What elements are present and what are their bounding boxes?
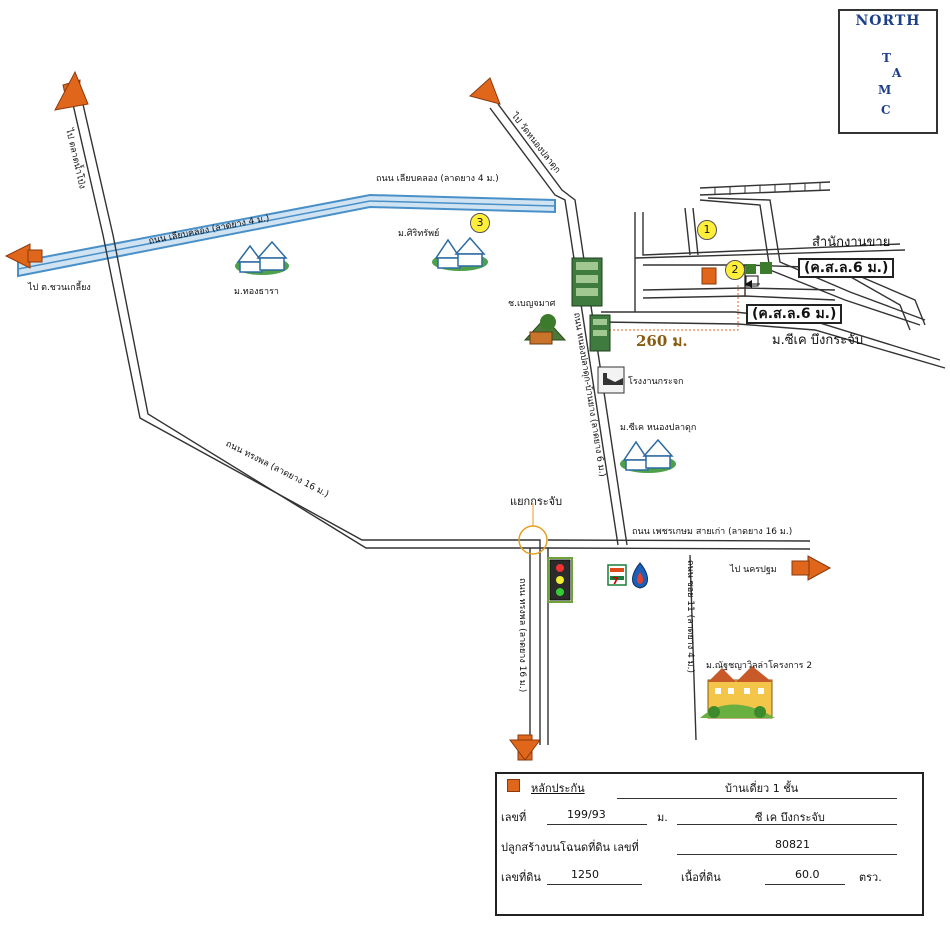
place-label-junction: แยกกระจับ [510, 495, 563, 508]
deed-value: 80821 [775, 838, 810, 851]
village-house-icon [432, 236, 488, 271]
place-label-sales-office: สำนักงานขาย [812, 235, 891, 250]
area-label: เนื้อที่ดิน [681, 871, 721, 884]
sales-office-icon [746, 262, 772, 274]
estate-plots [714, 183, 821, 195]
north-letter-c: C [881, 103, 891, 117]
place-label-sc-bueng: ม.ซีเค บึงกระจับ [772, 333, 864, 348]
arrow-south-icon [509, 739, 541, 761]
village-tree-icon [523, 314, 567, 345]
arrow-north-icon [468, 77, 501, 105]
distance-label: 260 ม. [636, 332, 688, 350]
moo-label: ม. [657, 811, 668, 824]
arrow-nw-head-icon [54, 70, 89, 111]
traffic-light-icon [547, 557, 573, 603]
badge-two: 2 [725, 260, 745, 280]
villa-icon [700, 666, 775, 719]
north-letter-t: T [882, 51, 891, 65]
factory-icon [597, 366, 625, 394]
badge-three: 3 [470, 213, 490, 233]
road-label-to-nakhon-pathom: ไป นครปฐม [730, 565, 777, 575]
area-value: 60.0 [795, 868, 820, 881]
north-letter-a: A [892, 66, 902, 80]
north-title: NORTH [855, 13, 921, 29]
canal [17, 193, 556, 278]
convenience-store-icon: 7 [607, 564, 627, 587]
road-width-label-upper: (ค.ส.ล.6 ม.) [798, 258, 895, 278]
village-value: ซี เค บึงกระจับ [755, 811, 825, 824]
underline [677, 854, 897, 855]
place-label-villa: ม.ณัฐชญาวิลล่าโครงการ 2 [706, 661, 813, 671]
collateral-marker [701, 267, 717, 285]
house-no-value: 199/93 [567, 808, 606, 821]
underline [617, 798, 897, 799]
area-unit: ตรว. [859, 871, 882, 884]
place-label-thong-thara: ม.ทองธารา [234, 287, 279, 297]
land-no-label: เลขที่ดิน [501, 871, 541, 884]
gas-station-icon [632, 562, 648, 589]
arrow-west-tail-icon [27, 249, 43, 263]
sales-office-marker [745, 275, 760, 288]
underline [547, 824, 647, 825]
place-label-sirithip: ม.ศิริทรัพย์ [398, 229, 440, 239]
road-label-soi-11: ถนน ซอย 11 (ลาดยาง 4 ม.) [685, 560, 695, 673]
distance-line [601, 285, 739, 331]
underline [677, 824, 897, 825]
place-label-sc-nong-pla-duk: ม.ซีเค หนองปลาดุก [620, 423, 697, 433]
land-no-value: 1250 [571, 868, 599, 881]
place-label-glass-factory: โรงงานกระจก [628, 377, 684, 387]
arrow-east-tail-icon [791, 560, 810, 576]
north-letter-m: M [878, 83, 892, 97]
property-info-box: หลักประกัน บ้านเดี่ยว 1 ชั้น เลขที่ 199/… [495, 772, 924, 916]
house-no-label: เลขที่ [501, 811, 527, 824]
road-width-label-lower: (ค.ส.ล.6 ม.) [746, 304, 843, 324]
village-house-icon [235, 240, 289, 275]
badge-one: 1 [697, 220, 717, 240]
road-label-petchkasem: ถนน เพชรเกษม สายเก่า (ลาดยาง 16 ม.) [632, 527, 793, 537]
road-label-south: ถนน ทรงพล (ลาดยาง 16 ม.) [517, 578, 527, 693]
underline [547, 884, 642, 885]
village-house-icon [620, 438, 676, 473]
deed-label: ปลูกสร้างบนโฉนดที่ดิน เลขที่ [501, 841, 639, 854]
place-label-benjama: ช.เบญจมาศ [508, 299, 556, 309]
road-label-to-tambon: ไป ต.ชวนเกลี้ยง [28, 283, 91, 293]
tree-cluster-icon [571, 257, 611, 352]
legend-label: หลักประกัน [531, 782, 585, 795]
direction-arrows [4, 70, 832, 761]
north-indicator: NORTH [838, 9, 938, 134]
underline [765, 884, 845, 885]
house-type: บ้านเดี่ยว 1 ชั้น [725, 782, 799, 795]
collateral-legend-swatch [507, 779, 520, 792]
road-label-liab-khlong-upper: ถนน เลียบคลอง (ลาดยาง 4 ม.) [376, 174, 499, 184]
arrow-east-icon [807, 555, 832, 581]
svg-text:7: 7 [612, 576, 619, 587]
road-network [71, 99, 946, 745]
